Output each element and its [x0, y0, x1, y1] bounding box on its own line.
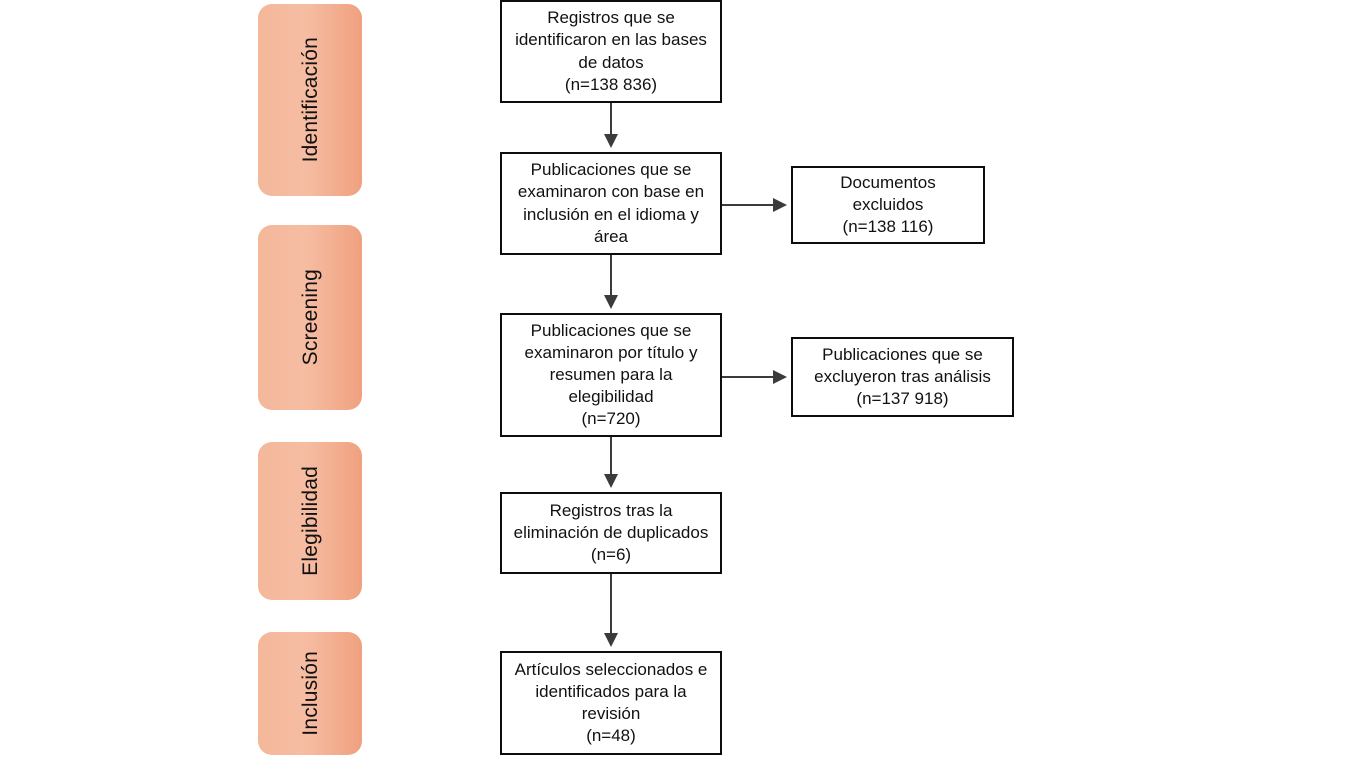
- stage-identificacion: Identificación: [258, 4, 362, 196]
- flow-box-registros-identificados: Registros que se identificaron en las ba…: [500, 0, 722, 103]
- stage-inclusion-label: Inclusión: [298, 651, 322, 736]
- exclusion-box-documentos-excluidos-text: Documentos excluidos (n=138 116): [840, 172, 936, 237]
- flow-box-registros-duplicados-text: Registros tras la eliminación de duplica…: [513, 500, 709, 565]
- flow-box-registros-identificados-text: Registros que se identificaron en las ba…: [515, 8, 707, 94]
- stage-identificacion-label: Identificación: [298, 37, 322, 163]
- stage-elegibilidad-label: Elegibilidad: [298, 466, 322, 576]
- flow-box-examinadas-titulo-resumen-text: Publicaciones que se examinaron por títu…: [524, 320, 698, 429]
- exclusion-box-documentos-excluidos: Documentos excluidos (n=138 116): [791, 166, 985, 244]
- exclusion-box-excluidos-tras-analisis-text: Publicaciones que se excluyeron tras aná…: [814, 344, 991, 409]
- stage-screening: Screening: [258, 225, 362, 410]
- flow-box-examinadas-idioma-area-text: Publicaciones que se examinaron con base…: [517, 160, 705, 246]
- flow-box-articulos-seleccionados-text: Artículos seleccionados e identificados …: [514, 659, 708, 746]
- flow-box-registros-duplicados: Registros tras la eliminación de duplica…: [500, 492, 722, 574]
- flow-box-articulos-seleccionados: Artículos seleccionados e identificados …: [500, 651, 722, 755]
- stage-elegibilidad: Elegibilidad: [258, 442, 362, 600]
- flow-box-examinadas-titulo-resumen: Publicaciones que se examinaron por títu…: [500, 313, 722, 437]
- flow-box-examinadas-idioma-area: Publicaciones que se examinaron con base…: [500, 152, 722, 255]
- stage-screening-label: Screening: [298, 269, 322, 366]
- stage-inclusion: Inclusión: [258, 632, 362, 755]
- exclusion-box-excluidos-tras-analisis: Publicaciones que se excluyeron tras aná…: [791, 337, 1014, 417]
